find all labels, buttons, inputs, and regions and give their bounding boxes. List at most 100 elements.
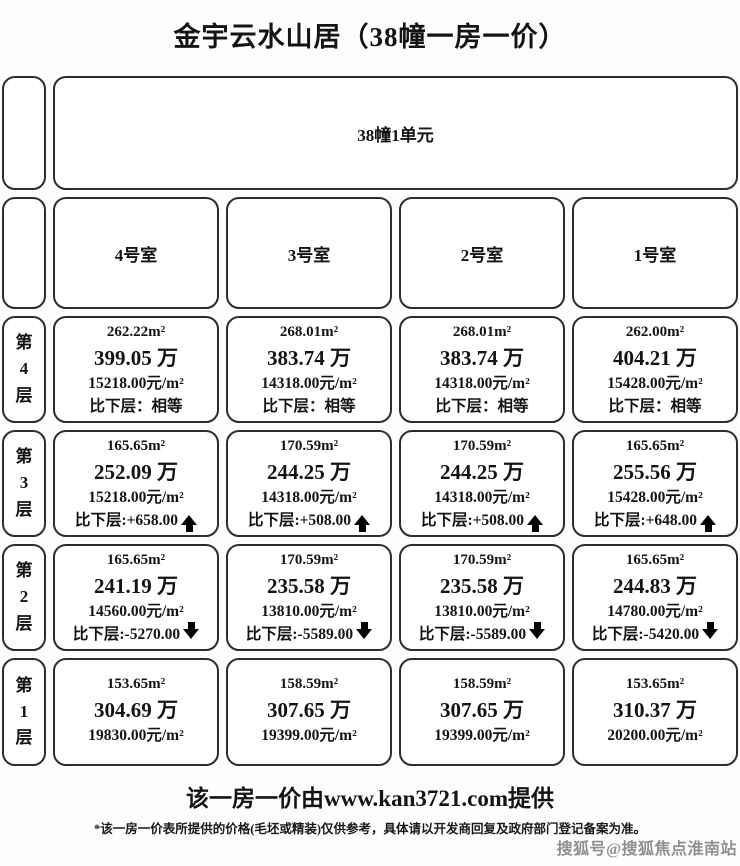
- area-value: 165.65m²: [625, 438, 685, 455]
- area-value: 170.59m²: [452, 552, 512, 569]
- price-cell-f2-r2: 170.59m² 235.58 万 13810.00元/m² 比下层:-5589…: [399, 544, 565, 652]
- area-value: 170.59m²: [452, 438, 512, 455]
- total-price-value: 404.21 万: [613, 345, 697, 370]
- compare-label: 比下层：相等: [435, 397, 529, 415]
- compare-label: 比下层:-5589.00: [245, 625, 354, 643]
- floor-label-cell-1: 第1层: [2, 658, 46, 767]
- trend-arrow-icon: [356, 622, 373, 640]
- total-price-value: 383.74 万: [267, 345, 351, 370]
- unit-price-value: 15218.00元/m²: [88, 375, 184, 393]
- watermark: 搜狐号@搜狐焦点淮南站: [556, 841, 737, 858]
- unit-header-cell: 38幢1单元: [53, 76, 738, 191]
- footer-disclaimer: *该一房一价表所提供的价格(毛坯或精装)仅供参考，具体请以开发商回复及政府部门登…: [93, 821, 647, 836]
- compare-label: 比下层:-5420.00: [591, 625, 700, 643]
- area-value: 170.59m²: [279, 552, 339, 569]
- area-value: 158.59m²: [279, 676, 339, 693]
- area-value: 170.59m²: [279, 438, 339, 455]
- unit-price-value: 15428.00元/m²: [607, 375, 703, 393]
- trend-arrow-icon: [181, 515, 198, 533]
- area-value: 153.65m²: [625, 676, 685, 693]
- unit-price-value: 14318.00元/m²: [261, 375, 357, 393]
- area-value: 268.01m²: [279, 324, 339, 341]
- room-header-label: 4号室: [114, 245, 158, 265]
- price-cell-f1-r4: 153.65m² 304.69 万 19830.00元/m²: [53, 658, 219, 767]
- price-cell-f1-r2: 158.59m² 307.65 万 19399.00元/m²: [399, 658, 565, 767]
- area-value: 153.65m²: [106, 676, 166, 693]
- total-price-value: 252.09 万: [94, 459, 178, 484]
- total-price-value: 244.25 万: [440, 459, 524, 484]
- unit-price-value: 15218.00元/m²: [88, 489, 184, 507]
- room-header-cell-2: 2号室: [399, 197, 565, 310]
- room-header-cell-4: 4号室: [53, 197, 219, 310]
- trend-arrow-icon: [700, 515, 717, 533]
- unit-price-value: 19399.00元/m²: [261, 727, 357, 745]
- unit-price-value: 14318.00元/m²: [434, 375, 530, 393]
- total-price-value: 235.58 万: [440, 573, 524, 598]
- floor-label: 第4层: [15, 333, 33, 405]
- price-table: 38幢1单元 4号室 3号室 2号室 1号室 第4层 262.22m² 399.…: [2, 76, 738, 767]
- total-price-value: 307.65 万: [440, 698, 524, 723]
- price-cell-f4-r3: 268.01m² 383.74 万 14318.00元/m² 比下层：相等: [226, 316, 392, 424]
- total-price-value: 241.19 万: [94, 573, 178, 598]
- compare-label: 比下层：相等: [262, 397, 356, 415]
- compare-label: 比下层:-5589.00: [418, 625, 527, 643]
- unit-price-value: 14780.00元/m²: [607, 603, 703, 621]
- area-value: 165.65m²: [625, 552, 685, 569]
- floor-label: 第2层: [15, 561, 33, 633]
- compare-label: 比下层:+508.00: [420, 511, 525, 529]
- price-cell-f4-r1: 262.00m² 404.21 万 15428.00元/m² 比下层：相等: [572, 316, 738, 424]
- total-price-value: 244.83 万: [613, 573, 697, 598]
- unit-price-value: 15428.00元/m²: [607, 489, 703, 507]
- compare-label: 比下层:+658.00: [74, 511, 179, 529]
- area-value: 262.00m²: [625, 324, 685, 341]
- price-cell-f1-r1: 153.65m² 310.37 万 20200.00元/m²: [572, 658, 738, 767]
- total-price-value: 255.56 万: [613, 459, 697, 484]
- price-cell-f2-r4: 165.65m² 241.19 万 14560.00元/m² 比下层:-5270…: [53, 544, 219, 652]
- compare-label: 比下层:-5270.00: [72, 625, 181, 643]
- area-value: 165.65m²: [106, 552, 166, 569]
- compare-label: 比下层:+648.00: [593, 511, 698, 529]
- footer-source: 该一房一价由www.kan3721.com提供: [185, 786, 554, 812]
- area-value: 158.59m²: [452, 676, 512, 693]
- total-price-value: 310.37 万: [613, 698, 697, 723]
- page-title: 金宇云水山居（38幢一房一价）: [173, 22, 567, 52]
- unit-price-value: 14318.00元/m²: [261, 489, 357, 507]
- floor-label-cell-4: 第4层: [2, 316, 46, 424]
- unit-header-label: 38幢1单元: [357, 125, 434, 145]
- area-value: 165.65m²: [106, 438, 166, 455]
- price-cell-f2-r1: 165.65m² 244.83 万 14780.00元/m² 比下层:-5420…: [572, 544, 738, 652]
- price-cell-f4-r2: 268.01m² 383.74 万 14318.00元/m² 比下层：相等: [399, 316, 565, 424]
- unit-price-value: 20200.00元/m²: [607, 727, 703, 745]
- price-cell-f3-r2: 170.59m² 244.25 万 14318.00元/m² 比下层:+508.…: [399, 430, 565, 538]
- room-header-cell-3: 3号室: [226, 197, 392, 310]
- trend-arrow-icon: [354, 515, 371, 533]
- corner-cell-rooms: [2, 197, 46, 310]
- price-cell-f2-r3: 170.59m² 235.58 万 13810.00元/m² 比下层:-5589…: [226, 544, 392, 652]
- total-price-value: 383.74 万: [440, 345, 524, 370]
- corner-cell-top: [2, 76, 46, 191]
- trend-arrow-icon: [702, 622, 719, 640]
- unit-price-value: 19830.00元/m²: [88, 727, 184, 745]
- compare-label: 比下层：相等: [89, 397, 183, 415]
- total-price-value: 244.25 万: [267, 459, 351, 484]
- price-cell-f1-r3: 158.59m² 307.65 万 19399.00元/m²: [226, 658, 392, 767]
- price-cell-f3-r1: 165.65m² 255.56 万 15428.00元/m² 比下层:+648.…: [572, 430, 738, 538]
- floor-label-cell-3: 第3层: [2, 430, 46, 538]
- unit-price-value: 14318.00元/m²: [434, 489, 530, 507]
- room-header-cell-1: 1号室: [572, 197, 738, 310]
- price-cell-f3-r3: 170.59m² 244.25 万 14318.00元/m² 比下层:+508.…: [226, 430, 392, 538]
- price-cell-f4-r4: 262.22m² 399.05 万 15218.00元/m² 比下层：相等: [53, 316, 219, 424]
- total-price-value: 399.05 万: [94, 345, 178, 370]
- unit-price-value: 13810.00元/m²: [261, 603, 357, 621]
- area-value: 268.01m²: [452, 324, 512, 341]
- price-cell-f3-r4: 165.65m² 252.09 万 15218.00元/m² 比下层:+658.…: [53, 430, 219, 538]
- compare-label: 比下层：相等: [608, 397, 702, 415]
- trend-arrow-icon: [527, 515, 544, 533]
- unit-price-value: 13810.00元/m²: [434, 603, 530, 621]
- trend-arrow-icon: [183, 622, 200, 640]
- room-header-label: 2号室: [460, 245, 504, 265]
- total-price-value: 304.69 万: [94, 698, 178, 723]
- compare-label: 比下层:+508.00: [247, 511, 352, 529]
- floor-label: 第1层: [15, 675, 33, 748]
- room-header-label: 1号室: [633, 245, 677, 265]
